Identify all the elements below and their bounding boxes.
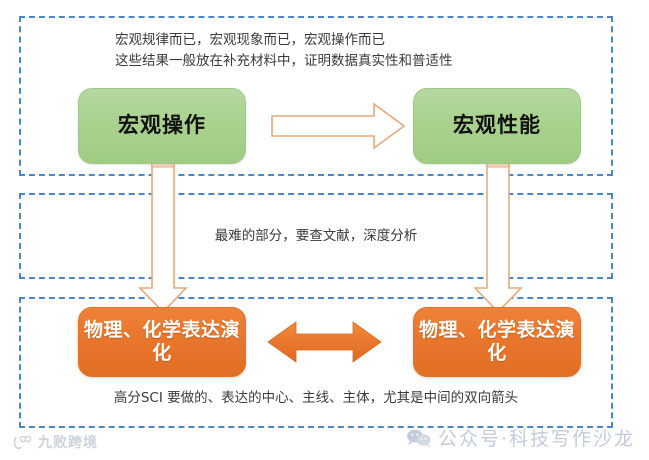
node-evolution-left-label: 物理、化学表达演化	[83, 318, 240, 364]
analysis-panel	[19, 193, 613, 279]
micro-expression-panel	[19, 297, 613, 428]
caption-analysis: 最难的部分，要查文献，深度分析	[214, 228, 418, 244]
watermark-right: 公众号·科技写作沙龙	[406, 424, 635, 451]
watermark-left: 九败跨境	[14, 432, 98, 452]
caption-expression: 高分SCI 要做的、表达的中心、主线、主体，尤其是中间的双向箭头	[113, 390, 519, 406]
node-macro-property-label: 宏观性能	[453, 113, 541, 138]
caption-macro-level: 宏观规律而已，宏观现象而已，宏观操作而已 这些结果一般放在补充材料中，证明数据真…	[115, 32, 453, 70]
watermark-left-text: 九败跨境	[38, 435, 98, 451]
node-macro-operation-label: 宏观操作	[118, 113, 206, 138]
watermark-right-text: 公众号·科技写作沙龙	[437, 428, 635, 450]
wechat-icon	[406, 429, 431, 447]
node-macro-property[interactable]: 宏观性能	[413, 88, 581, 164]
macro-level-panel	[19, 16, 613, 176]
node-macro-operation[interactable]: 宏观操作	[78, 88, 246, 164]
camera-logo-icon	[14, 435, 32, 450]
node-evolution-left[interactable]: 物理、化学表达演化	[78, 307, 246, 377]
node-evolution-right[interactable]: 物理、化学表达演化	[413, 307, 581, 377]
node-evolution-right-label: 物理、化学表达演化	[418, 318, 575, 364]
